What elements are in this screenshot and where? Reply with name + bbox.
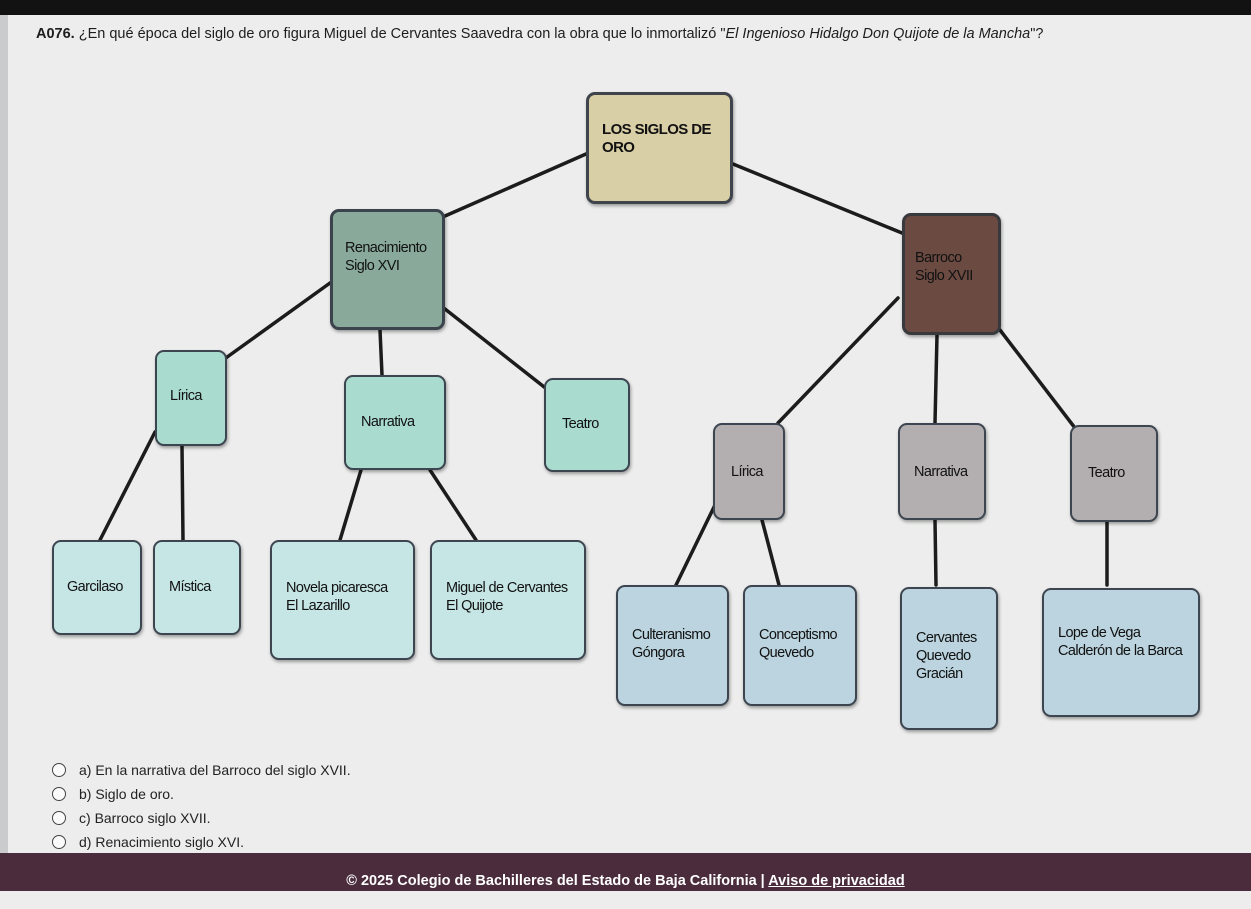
node-barroco: Barroco Siglo XVII <box>902 213 1001 335</box>
node-label-line: El Quijote <box>446 598 503 614</box>
option-b-radio[interactable] <box>52 787 66 801</box>
node-renacimiento-narrativa: Narrativa <box>344 375 446 470</box>
question-work-title: El Ingenioso Hidalgo Don Quijote de la M… <box>725 26 1031 42</box>
option-a[interactable]: a) En la narrativa del Barroco del siglo… <box>52 758 351 782</box>
option-d-text: Renacimiento siglo XVI. <box>95 834 244 850</box>
option-c[interactable]: c) Barroco siglo XVII. <box>52 806 351 830</box>
node-label-line: Conceptismo <box>759 627 838 643</box>
concept-map: LOS SIGLOS DE ORO Renacimiento Siglo XVI… <box>10 50 1240 750</box>
node-label-line: Mística <box>169 579 211 595</box>
option-b-text: Siglo de oro. <box>95 786 174 802</box>
node-mistica: Mística <box>153 540 241 635</box>
node-label-line: Quevedo <box>759 645 814 661</box>
node-label-line: Siglo XVI <box>345 258 400 274</box>
node-label-line: Miguel de Cervantes <box>446 580 568 596</box>
question-number: A076. <box>36 26 75 42</box>
node-teatro-autores: Lope de Vega Calderón de la Barca <box>1042 588 1200 717</box>
node-garcilaso: Garcilaso <box>52 540 142 635</box>
node-label-line: Barroco <box>915 250 962 266</box>
option-b[interactable]: b) Siglo de oro. <box>52 782 351 806</box>
option-a-text: En la narrativa del Barroco del siglo XV… <box>95 762 351 778</box>
node-label-line: Góngora <box>632 645 685 661</box>
node-label-line: Calderón de la Barca <box>1058 643 1183 659</box>
node-label-line: Narrativa <box>361 414 415 430</box>
node-label-line: Lope de Vega <box>1058 625 1141 641</box>
left-edge <box>0 15 8 853</box>
node-label-line: ORO <box>602 139 635 156</box>
node-culteranismo: Culteranismo Góngora <box>616 585 729 706</box>
question-text: A076. ¿En qué época del siglo de oro fig… <box>36 26 1236 42</box>
connector-lines <box>98 152 1109 587</box>
node-label-line: Teatro <box>1088 465 1125 481</box>
node-barroco-lirica: Lírica <box>713 423 785 520</box>
option-a-letter: a) <box>79 762 92 778</box>
node-label-line: Garcilaso <box>67 579 123 595</box>
node-label-line: El Lazarillo <box>286 598 350 614</box>
node-label-line: Narrativa <box>914 464 968 480</box>
node-label-line: Gracián <box>916 666 963 682</box>
question-text-after: "? <box>1030 26 1044 42</box>
top-bar <box>0 0 1251 15</box>
option-d[interactable]: d) Renacimiento siglo XVI. <box>52 830 351 854</box>
option-b-letter: b) <box>79 786 92 802</box>
node-label-line: Culteranismo <box>632 627 711 643</box>
privacy-link[interactable]: Aviso de privacidad <box>768 873 905 889</box>
option-c-radio[interactable] <box>52 811 66 825</box>
node-label-line: Cervantes <box>916 630 977 646</box>
node-narrativa-autores: Cervantes Quevedo Gracián <box>900 587 998 730</box>
node-label-line: Novela picaresca <box>286 580 388 596</box>
footer-copyright: © 2025 Colegio de Bachilleres del Estado… <box>346 873 769 889</box>
node-siglos-de-oro: LOS SIGLOS DE ORO <box>586 92 733 204</box>
option-d-radio[interactable] <box>52 835 66 849</box>
node-novela-picaresca: Novela picaresca El Lazarillo <box>270 540 415 660</box>
node-label-line: Lírica <box>731 464 763 480</box>
node-label-line: Siglo XVII <box>915 268 973 284</box>
node-label-line: Teatro <box>562 416 599 432</box>
node-renacimiento-teatro: Teatro <box>544 378 630 472</box>
option-c-letter: c) <box>79 810 91 826</box>
option-a-radio[interactable] <box>52 763 66 777</box>
node-label-line: Lírica <box>170 388 202 404</box>
node-renacimiento: Renacimiento Siglo XVI <box>330 209 445 330</box>
node-label-line: Renacimiento <box>345 240 427 256</box>
question-text-before: ¿En qué época del siglo de oro figura Mi… <box>78 26 726 42</box>
node-label-line: Quevedo <box>916 648 971 664</box>
node-renacimiento-lirica: Lírica <box>155 350 227 446</box>
node-barroco-teatro: Teatro <box>1070 425 1158 522</box>
node-barroco-narrativa: Narrativa <box>898 423 986 520</box>
option-d-letter: d) <box>79 834 92 850</box>
option-c-text: Barroco siglo XVII. <box>94 810 211 826</box>
node-miguel-de-cervantes: Miguel de Cervantes El Quijote <box>430 540 586 660</box>
page-footer: © 2025 Colegio de Bachilleres del Estado… <box>0 853 1251 891</box>
answer-options: a) En la narrativa del Barroco del siglo… <box>52 758 351 854</box>
node-conceptismo: Conceptismo Quevedo <box>743 585 857 706</box>
node-label-line: LOS SIGLOS DE <box>602 121 711 138</box>
